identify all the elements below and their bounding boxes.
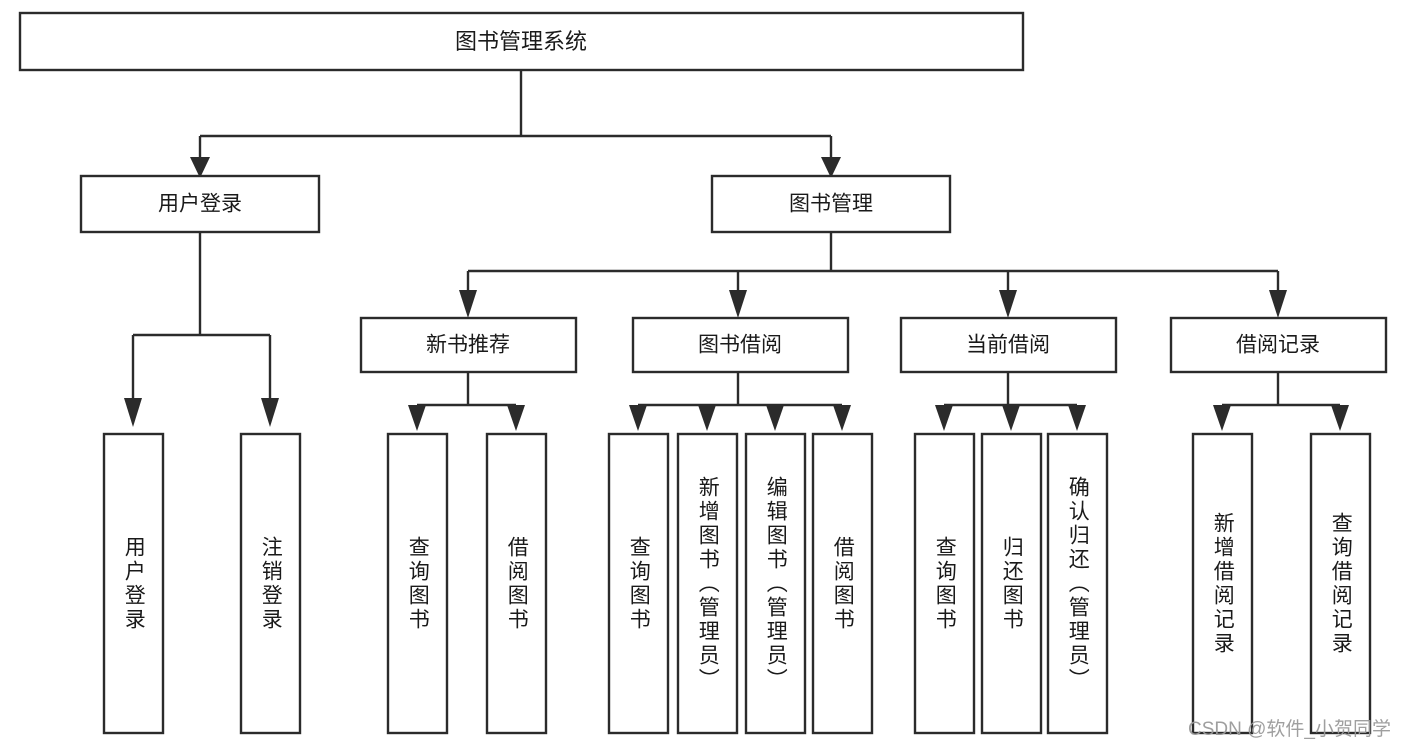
- node-book-manage-label: 图书管理: [789, 193, 873, 216]
- leaf-box-book-borrow-3[interactable]: [811, 432, 874, 735]
- arrowhead-borrowrecord-leaf0: [1213, 405, 1231, 431]
- leaf-label-borrow-record-1: 查询借阅记录: [1329, 511, 1353, 656]
- arrowhead-bookborrow-leaf0: [629, 405, 647, 431]
- node-borrow-record-label: 借阅记录: [1236, 334, 1320, 357]
- leaf-label-borrow-record-0: 新增借阅记录: [1211, 511, 1235, 656]
- connectors-root: [190, 70, 841, 178]
- leaf-label-current-borrow-0: 查询图书: [933, 535, 957, 632]
- arrowhead-userlogin-leaf0: [124, 398, 142, 427]
- connectors-book-manage: [459, 232, 1287, 318]
- connectors-new-book-rec: [408, 372, 525, 431]
- leaf-label-current-borrow-2: 确认归还（管理员）: [1066, 475, 1090, 692]
- node-user-login-label: 用户登录: [158, 193, 242, 216]
- node-root-box[interactable]: [18, 11, 1025, 72]
- node-book-manage-box[interactable]: [710, 174, 952, 234]
- leaf-label-new-book-rec-1: 借阅图书: [505, 535, 529, 632]
- arrowhead-currentborrow-leaf1: [1002, 405, 1020, 431]
- leaf-box-borrow-record-0[interactable]: [1191, 432, 1254, 735]
- arrowhead-currentborrow-leaf2: [1068, 405, 1086, 431]
- connectors-user-login: [124, 232, 279, 427]
- arrowhead-currentborrow-leaf0: [935, 405, 953, 431]
- leaf-box-book-borrow-0[interactable]: [607, 432, 670, 735]
- arrowhead-newbook-leaf0: [408, 405, 426, 431]
- leaf-label-book-borrow-3: 借阅图书: [831, 535, 855, 632]
- leaf-box-book-borrow-2[interactable]: [744, 432, 807, 735]
- leaf-box-current-borrow-1[interactable]: [980, 432, 1043, 735]
- node-root-label: 图书管理系统: [455, 29, 587, 54]
- arrowhead-borrowrecord-leaf1: [1331, 405, 1349, 431]
- arrowhead-book-borrow: [729, 290, 747, 318]
- node-new-book-rec-label: 新书推荐: [426, 334, 510, 357]
- leaf-label-book-borrow-1: 新增图书（管理员）: [696, 475, 720, 692]
- arrowhead-current-borrow: [999, 290, 1017, 318]
- arrowhead-new-book-rec: [459, 290, 477, 318]
- node-book-borrow-box[interactable]: [631, 316, 850, 374]
- leaf-label-current-borrow-1: 归还图书: [1000, 535, 1024, 632]
- arrowhead-newbook-leaf1: [507, 405, 525, 431]
- leaf-box-current-borrow-0[interactable]: [913, 432, 976, 735]
- arrowhead-bookborrow-leaf1: [698, 405, 716, 431]
- leaf-box-borrow-record-1[interactable]: [1309, 432, 1372, 735]
- leaf-label-user-login-0: 用户登录: [122, 535, 146, 632]
- connectors-book-borrow: [629, 372, 851, 431]
- node-borrow-record-box[interactable]: [1169, 316, 1388, 374]
- connectors-borrow-record: [1213, 372, 1349, 431]
- node-current-borrow-label: 当前借阅: [966, 334, 1050, 357]
- leaf-box-current-borrow-2[interactable]: [1046, 432, 1109, 735]
- leaf-label-user-login-1: 注销登录: [259, 535, 283, 632]
- leaf-label-book-borrow-0: 查询图书: [627, 535, 651, 632]
- leaf-box-new-book-rec-0[interactable]: [386, 432, 449, 735]
- arrowhead-bookborrow-leaf3: [833, 405, 851, 431]
- arrowhead-borrow-record: [1269, 290, 1287, 318]
- arrowhead-bookborrow-leaf2: [766, 405, 784, 431]
- arrowhead-userlogin-leaf1: [261, 398, 279, 427]
- node-current-borrow-box[interactable]: [899, 316, 1118, 374]
- leaf-box-user-login-0[interactable]: [102, 432, 165, 735]
- arrowhead-book-manage: [821, 157, 841, 178]
- node-user-login-box[interactable]: [79, 174, 321, 234]
- connectors-current-borrow: [935, 372, 1086, 431]
- arrowhead-user-login: [190, 157, 210, 178]
- node-book-borrow-label: 图书借阅: [698, 334, 782, 357]
- leaf-box-book-borrow-1[interactable]: [676, 432, 739, 735]
- leaf-label-book-borrow-2: 编辑图书（管理员）: [764, 475, 788, 692]
- leaf-label-new-book-rec-0: 查询图书: [406, 535, 430, 632]
- leaf-box-user-login-1[interactable]: [239, 432, 302, 735]
- leaf-box-new-book-rec-1[interactable]: [485, 432, 548, 735]
- node-new-book-rec-box[interactable]: [359, 316, 578, 374]
